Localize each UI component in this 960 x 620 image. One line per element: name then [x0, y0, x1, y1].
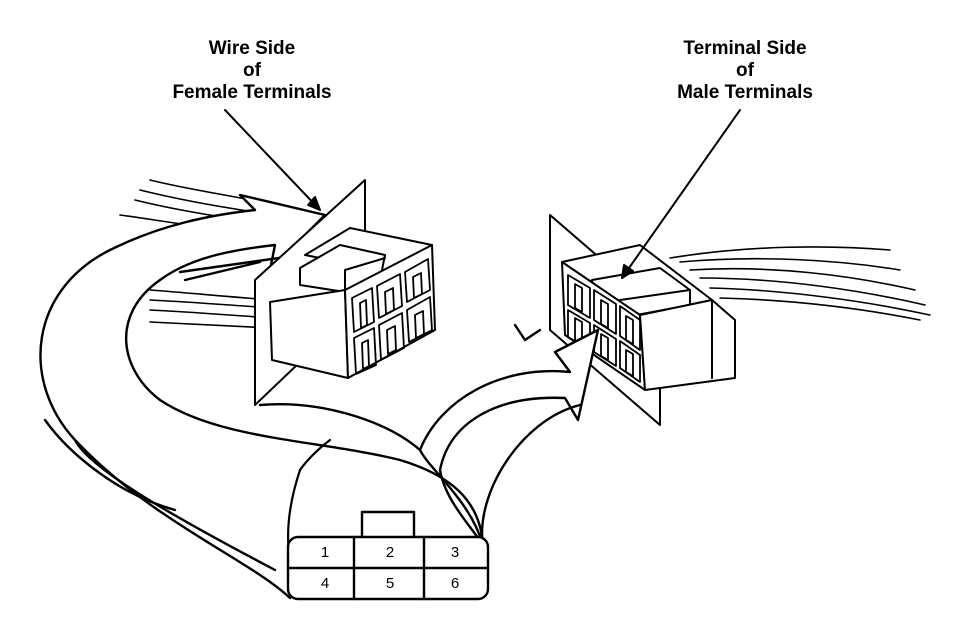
- pinout-diagram: 1 2 3 4 5 6: [286, 510, 490, 601]
- male-terminals-label: Terminal Side of Male Terminals: [640, 38, 850, 104]
- female-label-line-1: Wire Side: [208, 38, 296, 59]
- female-terminals-label: Wire Side of Female Terminals: [152, 38, 352, 104]
- pin-6: 6: [451, 575, 459, 592]
- male-flip-arrow: [258, 323, 600, 547]
- female-label-line-2: of: [243, 60, 261, 81]
- pin-1: 1: [321, 544, 329, 561]
- female-wire-bundle: [119, 179, 276, 329]
- male-label-line-3: Male Terminals: [677, 82, 813, 103]
- male-label-line-2: of: [736, 60, 754, 81]
- female-connector: [269, 227, 436, 379]
- pin-3: 3: [451, 544, 459, 561]
- male-label-line-1: Terminal Side: [683, 38, 807, 59]
- male-wire-bundle: [669, 246, 931, 321]
- pin-2: 2: [386, 544, 394, 561]
- pinout-key-tab: [360, 510, 416, 540]
- female-cavities: [351, 258, 433, 375]
- male-connector: [561, 244, 736, 391]
- female-label-line-3: Female Terminals: [172, 82, 332, 103]
- male-pointer: [621, 109, 741, 279]
- female-pointer: [224, 109, 321, 211]
- pin-5: 5: [386, 575, 394, 592]
- pin-4: 4: [321, 575, 329, 592]
